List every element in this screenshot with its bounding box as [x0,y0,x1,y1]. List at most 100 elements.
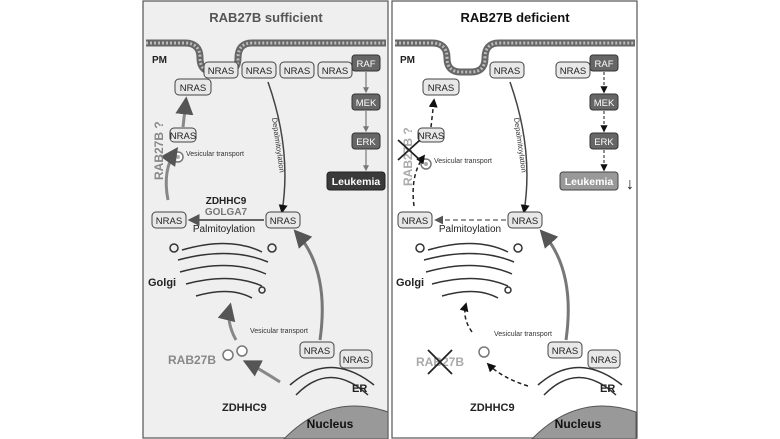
er-to-vesicle-arrow [242,360,281,384]
nras-box: NRAS [241,61,277,79]
nras-box: NRAS [507,211,543,229]
mek-box: MEK [589,93,619,111]
cross-mark [427,349,453,375]
nras-box: NRAS [555,61,591,79]
decrease-arrow: ↓ [626,176,634,193]
nras-box: NRAS [299,341,335,359]
nras-box: NRAS [203,61,239,79]
vesicle-up-arrow [428,98,438,128]
vesicular-transport-label: Vesicular transport [250,328,308,335]
nras-vesicle-box: NRAS [169,127,197,143]
rab27b-question-label: RAB27B ? [401,127,415,186]
nras-box: NRAS [547,341,583,359]
leukemia-box: Leukemia [559,171,619,191]
nras-vesicle-box: NRAS [417,127,445,143]
pm-label: PM [400,55,415,66]
vesicle-up-arrow [175,96,194,128]
svg-text:NRAS: NRAS [284,66,310,77]
vesicle-to-pm-arrow [412,154,426,207]
svg-text:MEK: MEK [594,98,615,109]
pm-label: PM [152,55,167,66]
nras-box: NRAS [489,61,525,79]
panel-sufficient-title: RAB27B sufficient [209,10,323,25]
er-to-golgi-arrow [293,229,324,341]
svg-text:NRAS: NRAS [402,216,428,227]
rab27b-question-label: RAB27B ? [152,121,166,180]
er-label: ER [600,383,615,395]
er-to-golgi-arrow [539,229,570,341]
golgi-apparatus [169,242,277,299]
erk-box: ERK [589,132,619,150]
svg-text:RAF: RAF [357,59,376,70]
svg-text:NRAS: NRAS [418,131,444,142]
palmitoylation-label: Palmitoylation [439,224,501,235]
nras-box: NRAS [279,61,315,79]
panel-deficient-title: RAB27B deficient [460,10,570,25]
nras-box: NRAS [397,211,433,229]
erk-box: ERK [351,132,381,150]
nucleus [531,405,637,439]
svg-text:NRAS: NRAS [591,355,617,366]
svg-text:NRAS: NRAS [304,346,330,357]
svg-text:NRAS: NRAS [428,83,454,94]
nras-box: NRAS [174,78,212,96]
rab27b-label: RAB27B [168,353,216,367]
golgi-apparatus [415,242,523,299]
zdhhc9-label: ZDHHC9 [470,402,515,414]
depalmitoylation-arrow [509,81,530,214]
svg-text:Leukemia: Leukemia [565,176,614,188]
nucleus-label: Nucleus [555,417,602,431]
vesicle-to-pm-arrow [160,147,179,201]
nras-box: NRAS [339,349,373,369]
golgi-label: Golgi [396,277,424,289]
svg-text:NRAS: NRAS [208,66,234,77]
svg-text:NRAS: NRAS [156,216,182,227]
svg-text:NRAS: NRAS [322,66,348,77]
palmitoylation-label: Palmitoylation [193,224,255,235]
cross-mark [397,139,421,161]
svg-text:NRAS: NRAS [343,355,369,366]
endoplasmic-reticulum [289,366,375,396]
plasma-membrane [395,39,635,76]
leukemia-box: Leukemia [326,171,386,191]
svg-text:NRAS: NRAS [246,66,272,77]
vesicle [222,349,234,361]
nucleus-label: Nucleus [307,417,354,431]
vesicle-to-golgi-arrow [217,302,238,341]
panel-deficient: RAB27B deficient PM NRAS NRAS NRAS RAF M… [391,0,638,439]
svg-text:NRAS: NRAS [170,131,196,142]
svg-text:Leukemia: Leukemia [332,176,381,188]
nucleus [283,405,389,439]
mek-box: MEK [351,93,381,111]
vesicle [478,346,490,358]
svg-text:ERK: ERK [594,137,614,148]
nras-box: NRAS [317,61,353,79]
raf-box: RAF [589,54,619,72]
golga7-label: GOLGA7 [205,207,248,218]
er-to-vesicle-arrow [486,362,529,387]
nras-box: NRAS [151,211,187,229]
svg-text:NRAS: NRAS [512,216,538,227]
nras-box: NRAS [422,78,460,96]
svg-text:MEK: MEK [356,98,377,109]
svg-text:ERK: ERK [356,137,376,148]
svg-text:NRAS: NRAS [560,66,586,77]
vesicle [236,345,248,357]
svg-text:RAF: RAF [595,59,614,70]
svg-text:NRAS: NRAS [552,346,578,357]
nras-box: NRAS [265,211,301,229]
vesicular-transport-label: Vesicular transport [494,331,552,338]
nras-box: NRAS [587,349,621,369]
vesicular-transport-label: Vesicular transport [186,151,244,158]
zdhhc9-label: ZDHHC9 [206,196,247,207]
svg-text:NRAS: NRAS [494,66,520,77]
vesicular-transport-label: Vesicular transport [434,158,492,165]
golgi-label: Golgi [148,277,176,289]
er-label: ER [352,383,367,395]
panel-sufficient: RAB27B sufficient PM NRAS NRAS NRAS NRAS… [142,0,389,439]
svg-text:NRAS: NRAS [270,216,296,227]
endoplasmic-reticulum [537,366,623,396]
svg-text:NRAS: NRAS [180,83,206,94]
raf-box: RAF [351,54,381,72]
